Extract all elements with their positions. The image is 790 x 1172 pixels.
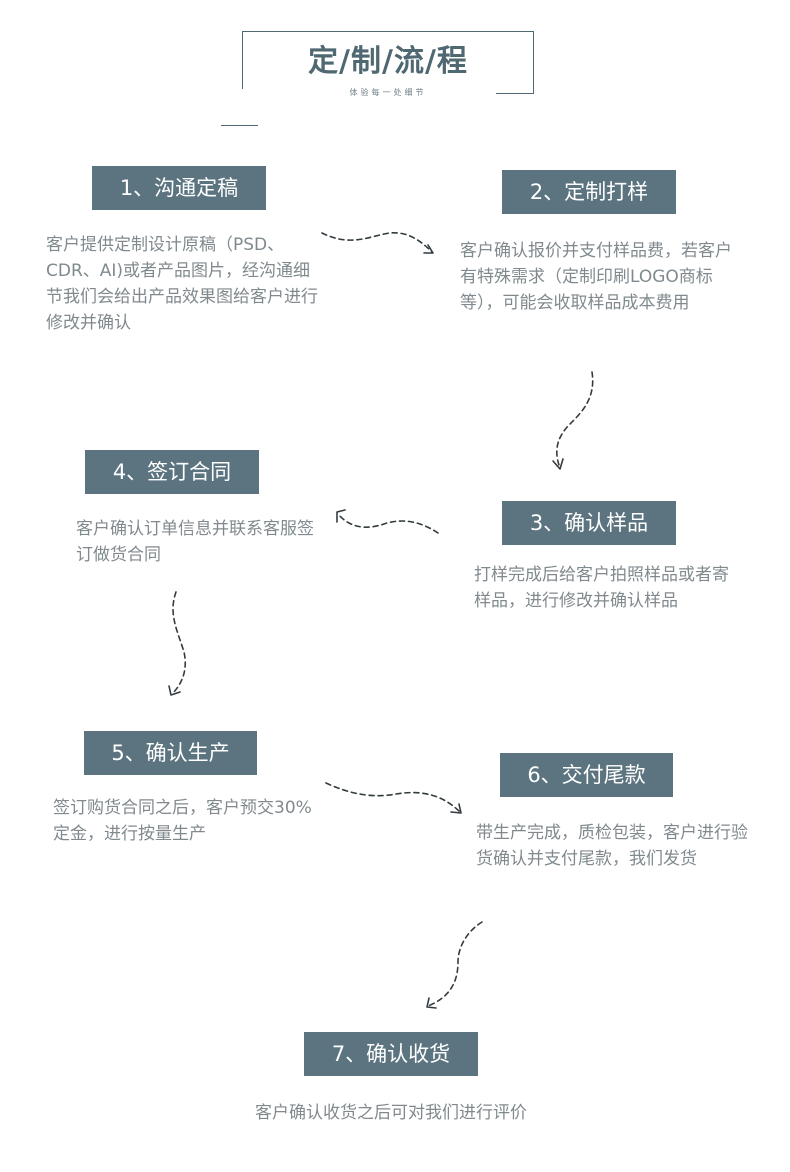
arrow-step3-to-step4: [337, 513, 439, 534]
header-frame-right-line: [533, 31, 534, 94]
arrowhead-step6: [450, 803, 462, 814]
step-7-description: 客户确认收货之后可对我们进行评价: [255, 1103, 527, 1123]
step-4-description: 客户确认订单信息并联系客服签订做货合同: [76, 519, 314, 565]
step-1-description: 客户提供定制设计原稿（PSD、CDR、AI)或者产品图片，经沟通细节我们会给出产…: [46, 235, 318, 333]
arrowhead-step2: [423, 244, 434, 254]
step-2-title: 2、定制打样: [502, 170, 676, 214]
arrow-step5-to-step6: [325, 782, 461, 813]
step-6-title: 6、交付尾款: [500, 753, 673, 797]
step-7-title: 7、确认收货: [304, 1032, 478, 1076]
arrow-step1-to-step2: [321, 232, 433, 253]
page-title: 定/制/流/程: [308, 44, 468, 79]
arrow-step6-to-step7: [427, 921, 483, 1007]
arrow-step2-to-step3: [556, 371, 594, 469]
arrowhead-step4: [336, 509, 346, 523]
step-5-description: 签订购货合同之后，客户预交30%定金，进行按量生产: [53, 798, 312, 844]
step-4-title: 4、签订合同: [85, 450, 259, 494]
step-2-description: 客户确认报价并支付样品费，若客户有特殊需求（定制印刷LOGO商标等），可能会收取…: [460, 241, 732, 313]
arrow-step4-to-step5: [171, 591, 187, 695]
header-frame-top-line: [242, 31, 534, 32]
header-underline: [221, 125, 258, 126]
step-5-title: 5、确认生产: [84, 731, 257, 775]
step-3-title: 3、确认样品: [502, 501, 676, 545]
page-subtitle: 体验每一处细节: [349, 88, 427, 97]
step-3-description: 打样完成后给客户拍照样品或者寄样品，进行修改并确认样品: [474, 565, 729, 611]
header-frame-bottom-line: [496, 93, 534, 94]
header-frame-left-line: [242, 31, 243, 89]
arrowhead-step3: [552, 458, 564, 470]
arrowhead-step7: [426, 997, 437, 1009]
step-1-title: 1、沟通定稿: [92, 166, 266, 210]
arrowhead-step5: [168, 685, 181, 696]
step-6-description: 带生产完成，质检包装，客户进行验货确认并支付尾款，我们发货: [476, 823, 748, 869]
